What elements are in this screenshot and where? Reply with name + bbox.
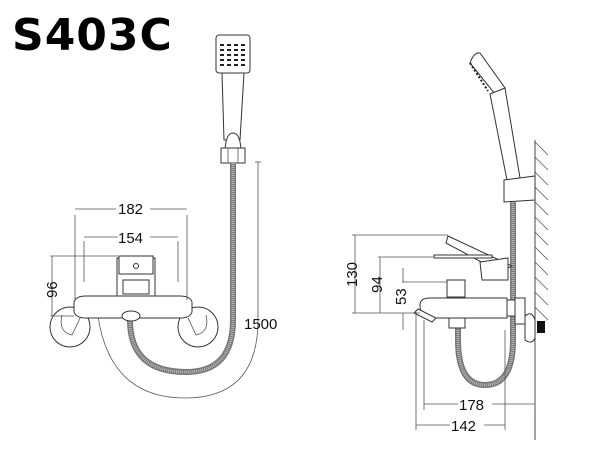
model-title: S403C — [12, 10, 173, 61]
front-view: 1500 182 154 96 — [44, 34, 277, 399]
dim-depth-total: 178 — [459, 397, 484, 414]
wall-hatch — [534, 140, 549, 440]
hand-shower-side — [469, 52, 536, 203]
mixer-body-side — [413, 235, 545, 343]
dim-height: 96 — [44, 281, 61, 298]
side-view: 130 94 53 178 142 — [344, 52, 549, 440]
dim-body-height: 94 — [369, 276, 386, 293]
dim-hose-length: 1500 — [244, 316, 277, 333]
dim-spout-height: 53 — [393, 288, 410, 305]
dim-lever-height: 130 — [344, 262, 361, 287]
hand-shower — [215, 34, 251, 164]
dim-inlet-spacing: 154 — [118, 230, 143, 247]
mixer-body-front — [49, 255, 219, 348]
dim-overall-width: 182 — [118, 201, 143, 218]
dim-spout-projection: 142 — [451, 418, 476, 435]
